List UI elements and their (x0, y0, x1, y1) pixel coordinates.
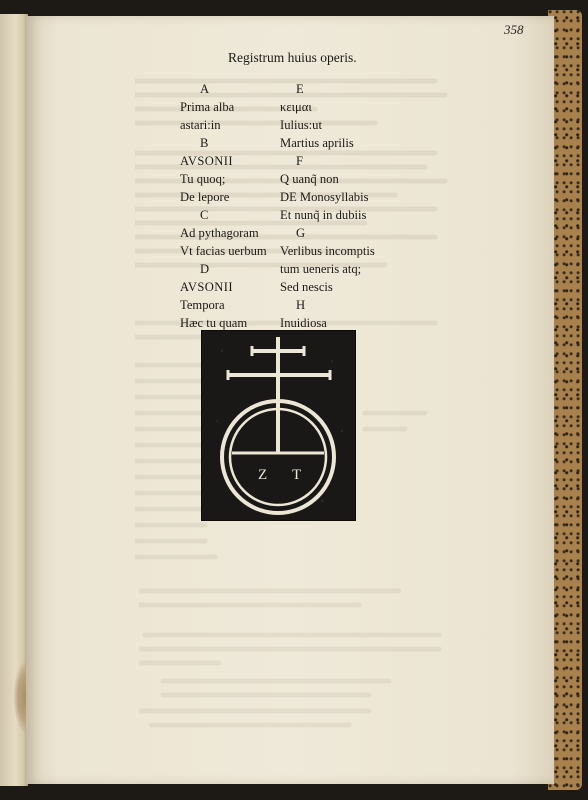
device-initial-right: T (292, 467, 301, 483)
register-entry: Hæc tu quam (180, 316, 248, 330)
device-initial-left: Z (258, 467, 267, 483)
signature-letter: H (296, 298, 306, 312)
register-entry: Ad pythagoram (180, 226, 259, 240)
book-page: 358 Registrum huius operis. A Prima alba a… (26, 16, 554, 784)
register-entry: Prima alba (180, 100, 235, 114)
register-entry: tum ueneris atq; (280, 262, 362, 276)
register-entry: Vt facias uerbum (180, 244, 267, 258)
register-entry: AVSONII (180, 154, 233, 168)
signature-letter: A (200, 82, 210, 96)
show-through-lines-middle (132, 320, 438, 559)
left-page-edge (0, 14, 40, 786)
register-entry: astari:in (180, 118, 221, 132)
signature-letter: C (200, 208, 209, 222)
register-entry: DE Monosyllabis (280, 190, 369, 204)
signature-letter: B (200, 136, 209, 150)
register-entry: Tu quoq; (180, 172, 226, 186)
show-through-lower (126, 572, 459, 767)
register-entry: Iulius:ut (280, 118, 322, 132)
show-through-upper (122, 60, 452, 267)
signature-letter: G (296, 226, 306, 240)
folio-number: 358 (504, 22, 524, 37)
page-title: Registrum huius operis. (228, 50, 357, 65)
show-through-lines-lower (136, 588, 442, 727)
register-entry: De lepore (180, 190, 230, 204)
register-entry: Inuidiosa (280, 316, 327, 330)
signature-letter: F (296, 154, 304, 168)
register-entry: Sed nescis (280, 280, 333, 294)
register-entry: Et nunq̃ in dubiis (280, 208, 367, 222)
show-through-middle (122, 304, 465, 589)
register-entry: Q uanq̃ non (280, 172, 339, 186)
register-entry: Verlibus incomptis (280, 244, 375, 258)
register-entry: AVSONII (180, 280, 233, 294)
show-through-lines-upper (132, 78, 448, 267)
register-entry: Martius aprilis (280, 136, 354, 150)
register-entry: Tempora (180, 298, 225, 312)
printers-device-graphic: Z T (202, 331, 355, 520)
register-entry: κειμαι (280, 100, 312, 114)
signature-letter: D (200, 262, 210, 276)
printers-device: Z T (201, 330, 356, 521)
signature-letter: E (296, 82, 304, 96)
